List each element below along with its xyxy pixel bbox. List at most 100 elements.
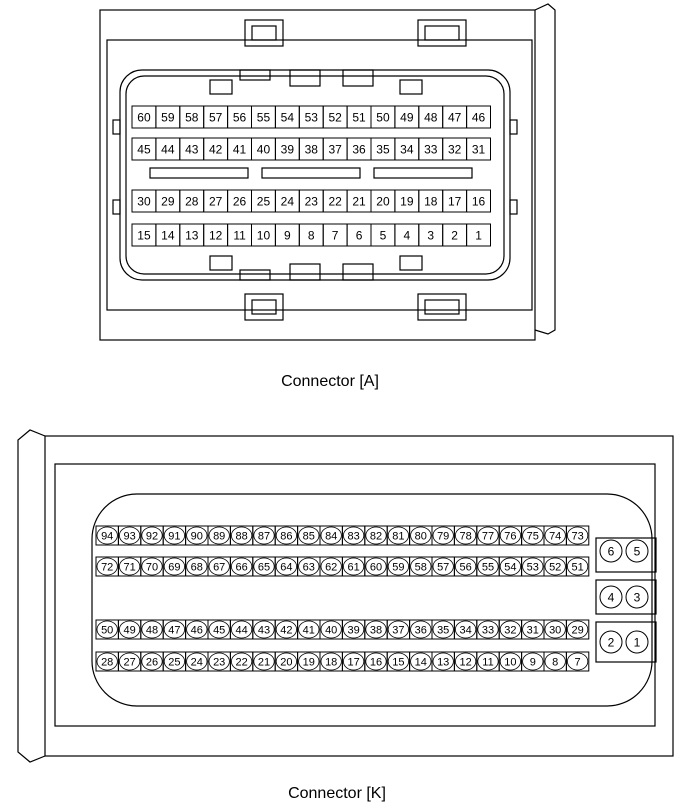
pin-label: 13 xyxy=(437,657,449,669)
pin-cell: 3 xyxy=(418,223,444,247)
pin-label: 54 xyxy=(504,562,516,574)
pin-label: 72 xyxy=(101,562,113,574)
pin-cell: 70 xyxy=(140,556,164,577)
pin-cell: 18 xyxy=(319,651,343,672)
pin-cell: 15 xyxy=(386,651,411,672)
pin-label: 50 xyxy=(101,625,113,637)
pin-label: 14 xyxy=(161,229,175,243)
pin-label: 45 xyxy=(137,143,151,157)
pin-cell: 7 xyxy=(322,223,348,247)
pin-cell: 51 xyxy=(346,105,372,129)
pin-label: 81 xyxy=(392,531,404,543)
pin-label: 31 xyxy=(527,625,539,637)
pin-label: 23 xyxy=(305,195,319,209)
pin-label: 49 xyxy=(123,625,135,637)
pin-label: 45 xyxy=(213,625,225,637)
pin-cell: 60 xyxy=(131,105,157,129)
pin-label: 33 xyxy=(424,143,438,157)
pin-label: 13 xyxy=(185,229,199,243)
pin-cell: 69 xyxy=(162,556,187,577)
pin-label: 80 xyxy=(415,531,427,543)
pin-label: 17 xyxy=(347,657,359,669)
pin-cell: 48 xyxy=(418,105,444,129)
pin-label: 17 xyxy=(448,195,462,209)
pin-label: 79 xyxy=(437,531,449,543)
pin-label: 28 xyxy=(101,657,113,669)
pin-cell: 22 xyxy=(322,189,348,213)
pin-label: 42 xyxy=(280,625,292,637)
pin-label: 19 xyxy=(400,195,414,209)
pin-cell: 40 xyxy=(251,137,276,161)
pin-cell: 35 xyxy=(370,137,396,161)
pin-cell: 4 xyxy=(394,223,420,247)
pin-cell: 20 xyxy=(370,189,396,213)
pin-label: 1 xyxy=(475,229,482,243)
pin-cell: 36 xyxy=(409,619,433,640)
pin-cell: 41 xyxy=(227,137,253,161)
pin-cell: 53 xyxy=(298,105,324,129)
pin-label: 41 xyxy=(303,625,315,637)
pin-cell: 21 xyxy=(252,651,276,672)
pin-cell: 49 xyxy=(117,619,142,640)
pin-label: 92 xyxy=(146,531,158,543)
pin-label: 94 xyxy=(101,531,113,543)
pin-cell: 14 xyxy=(409,651,433,672)
pin-label: 36 xyxy=(415,625,427,637)
side-pin: 6 xyxy=(599,539,623,563)
pin-cell: 66 xyxy=(229,556,254,577)
pin-label: 42 xyxy=(209,143,223,157)
pin-cell: 63 xyxy=(297,556,321,577)
pin-cell: 13 xyxy=(179,223,205,247)
pin-label: 84 xyxy=(325,531,337,543)
pin-cell: 43 xyxy=(179,137,205,161)
pin-label: 89 xyxy=(213,531,225,543)
pin-label: 55 xyxy=(482,562,494,574)
pin-cell: 46 xyxy=(185,619,209,640)
pin-label: 44 xyxy=(161,143,175,157)
pin-label: 62 xyxy=(325,562,337,574)
pin-cell: 24 xyxy=(274,189,300,213)
pin-cell: 26 xyxy=(227,189,253,213)
pin-cell: 54 xyxy=(498,556,523,577)
pin-cell: 90 xyxy=(185,525,209,546)
pin-label: 38 xyxy=(370,625,382,637)
pin-label: 55 xyxy=(257,111,271,125)
pin-label: 69 xyxy=(168,562,180,574)
pin-label: 59 xyxy=(392,562,404,574)
pin-cell: 17 xyxy=(442,189,468,213)
pin-label: 34 xyxy=(400,143,414,157)
pin-cell: 51 xyxy=(565,556,590,577)
pin-label: 91 xyxy=(168,531,180,543)
pin-cell: 65 xyxy=(252,556,276,577)
side-pin: 2 xyxy=(599,630,623,654)
pin-cell: 10 xyxy=(498,651,523,672)
pin-cell: 87 xyxy=(252,525,276,546)
pin-label: 63 xyxy=(303,562,315,574)
pin-cell: 41 xyxy=(297,619,321,640)
pin-label: 43 xyxy=(258,625,270,637)
pin-label: 19 xyxy=(303,657,315,669)
pin-label: 27 xyxy=(123,657,135,669)
side-pin: 3 xyxy=(625,585,649,609)
pin-cell: 16 xyxy=(466,189,492,213)
pin-label: 30 xyxy=(549,625,561,637)
pin-cell: 23 xyxy=(298,189,324,213)
pin-label: 11 xyxy=(482,657,493,669)
pin-cell: 38 xyxy=(298,137,324,161)
pin-label: 82 xyxy=(370,531,382,543)
pin-label: 75 xyxy=(527,531,539,543)
pin-label: 18 xyxy=(325,657,337,669)
pin-cell: 12 xyxy=(453,651,478,672)
pin-label: 53 xyxy=(527,562,539,574)
pin-cell: 62 xyxy=(319,556,343,577)
pin-cell: 71 xyxy=(117,556,142,577)
pin-cell: 55 xyxy=(476,556,500,577)
pin-label: 8 xyxy=(552,657,558,669)
pin-label: 64 xyxy=(280,562,292,574)
pin-label: 87 xyxy=(258,531,270,543)
pin-label: 53 xyxy=(305,111,319,125)
pin-label: 49 xyxy=(400,111,414,125)
pin-cell: 91 xyxy=(162,525,187,546)
